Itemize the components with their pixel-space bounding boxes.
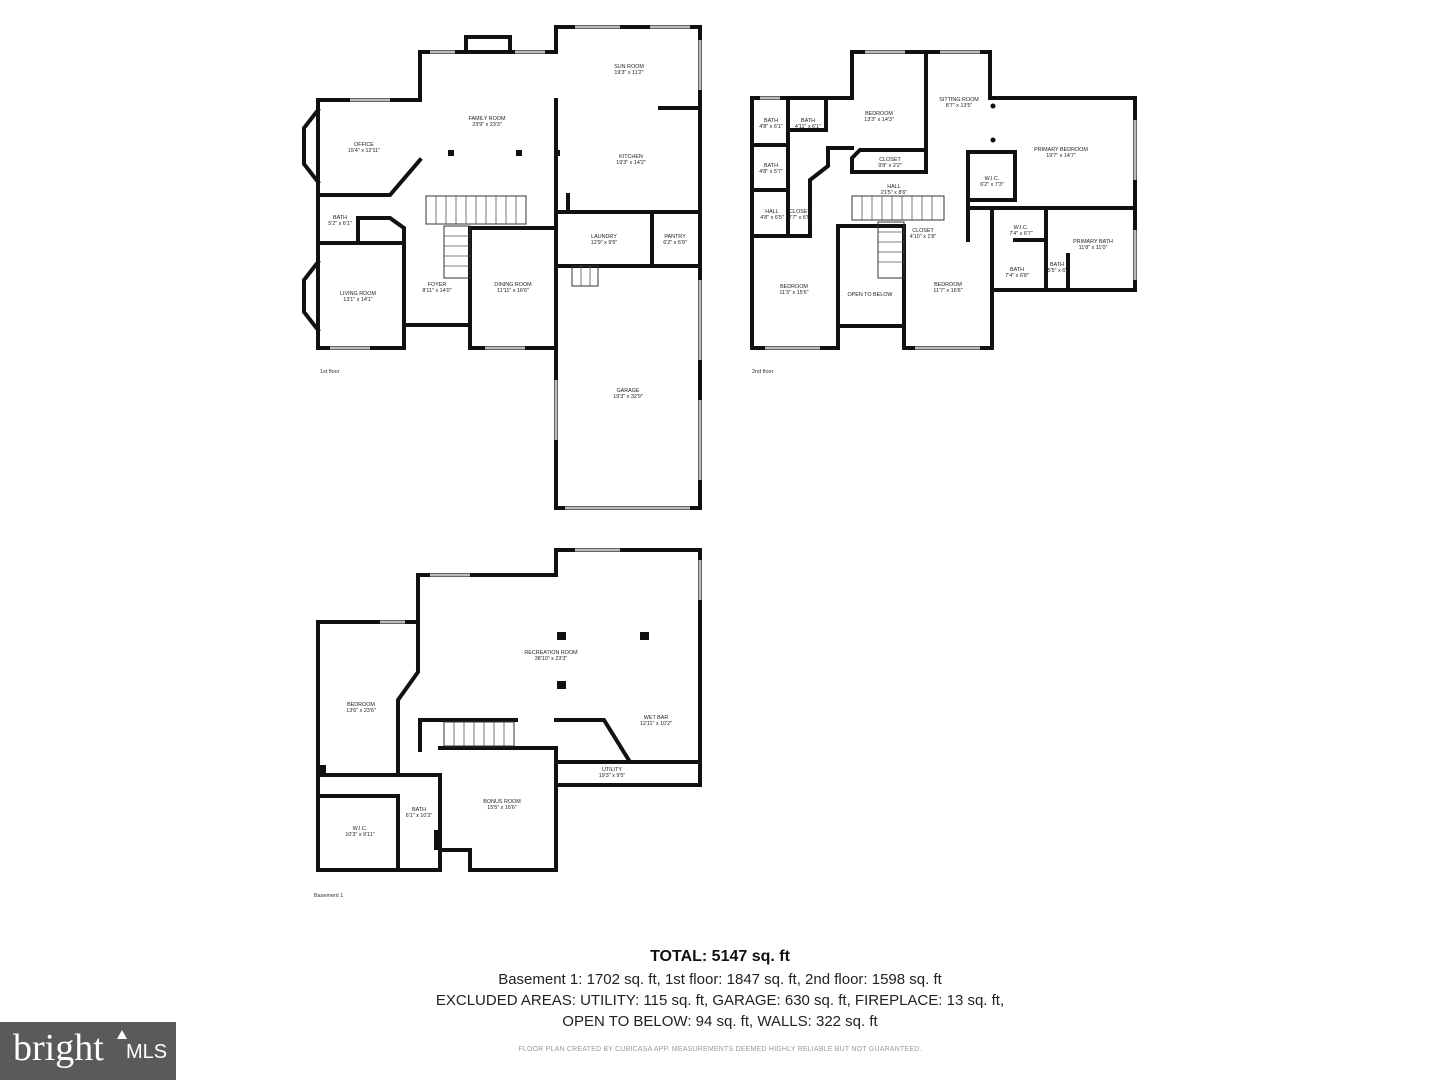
room-dimensions: 4'8" x 5'7" — [759, 169, 783, 175]
excluded-areas-line-2: OPEN TO BELOW: 94 sq. ft, WALLS: 322 sq.… — [562, 1013, 878, 1030]
bright-mls-logo: bright MLS — [0, 1022, 176, 1080]
room-name: BATH — [1050, 262, 1064, 268]
floor-areas-line: Basement 1: 1702 sq. ft, 1st floor: 1847… — [498, 971, 942, 988]
room-dimensions: 9'8" x 2'2" — [878, 163, 902, 169]
room-dimensions: 11'11" x 16'6" — [497, 288, 529, 294]
room-name: KITCHEN — [619, 154, 643, 160]
room-name: PANTRY — [664, 234, 686, 240]
room-dimensions: 11'3" x 15'6" — [779, 290, 808, 296]
room-name: BATH — [333, 215, 347, 221]
room-name: BEDROOM — [865, 111, 893, 117]
basement-plan — [316, 548, 702, 872]
room-dimensions: 4'8" x 6'1" — [759, 124, 783, 130]
room-dimensions: 13'3" x 14'3" — [864, 117, 894, 123]
logo-brand-text: bright — [13, 1027, 104, 1069]
room-dimensions: 21'5" x 8'6" — [881, 190, 908, 196]
room-dimensions: 23'9" x 23'3" — [472, 122, 502, 128]
room-name: PRIMARY BEDROOM — [1034, 147, 1088, 153]
room-dimensions: 19'3" x 32'9" — [613, 394, 643, 400]
room-name: OPEN TO BELOW — [847, 292, 893, 298]
excluded-areas-line: EXCLUDED AREAS: UTILITY: 115 sq. ft, GAR… — [435, 992, 1005, 1009]
room-name: LAUNDRY — [591, 234, 617, 240]
room-dimensions: 11'8" x 11'0" — [1079, 245, 1108, 251]
room-dimensions: 7'4" x 6'8" — [1005, 273, 1029, 279]
room-name: WET BAR — [644, 715, 669, 721]
room-name: OFFICE — [354, 142, 374, 148]
room-name: LIVING ROOM — [340, 291, 376, 297]
logo-suffix-text: MLS — [126, 1041, 168, 1063]
room-dimensions: 6'2" x 7'3" — [980, 182, 1004, 188]
floor-label-second: 2nd floor — [752, 369, 774, 375]
room-name: BATH — [1010, 267, 1024, 273]
disclaimer: FLOOR PLAN CREATED BY CUBICASA APP. MEAS… — [518, 1046, 922, 1053]
room-dimensions: 13'1" x 14'1" — [343, 297, 373, 303]
second-floor-plan — [750, 50, 1137, 350]
room-dimensions: 15'4" x 12'11" — [348, 148, 380, 154]
room-name: BATH — [801, 118, 815, 124]
room-name: PRIMARY BATH — [1073, 239, 1113, 245]
room-dimensions: 8'11" x 14'0" — [422, 288, 451, 294]
room-dimensions: 2'7" x 6'5" — [788, 215, 812, 221]
room-name: W.I.C. — [1014, 225, 1029, 231]
room-dimensions: 19'3" x 11'2" — [614, 70, 643, 76]
room-dimensions: 19'7" x 14'7" — [1046, 153, 1076, 159]
room-name: SUN ROOM — [614, 64, 644, 70]
room-name: CLOSET — [879, 157, 901, 163]
room-dimensions: 19'3" x 14'2" — [616, 160, 646, 166]
room-name: UTILITY — [602, 767, 622, 773]
room-name: BEDROOM — [934, 282, 962, 288]
room-dimensions: 5'5" x 6' — [1048, 268, 1067, 274]
room-dimensions: 7'4" x 6'7" — [1009, 231, 1033, 237]
room-name: CLOSET — [912, 228, 934, 234]
room-name: DINING ROOM — [494, 282, 532, 288]
floor-label-first: 1st floor — [320, 369, 340, 375]
room-name: BATH — [764, 118, 778, 124]
room-name: W.I.C. — [353, 826, 368, 832]
room-dimensions: 15'5" x 16'6" — [487, 805, 517, 811]
room-dimensions: 13'6" x 23'6" — [346, 708, 376, 714]
room-name: BEDROOM — [780, 284, 808, 290]
first-floor-plan — [302, 25, 702, 510]
room-dimensions: 6'1" x 10'2" — [406, 813, 433, 819]
room-dimensions: 38'10" x 23'3" — [535, 656, 568, 662]
room-dimensions: 5'2" x 6'1" — [328, 221, 352, 227]
floor-label-basement: Basement 1 — [314, 893, 343, 899]
total-area: TOTAL: 5147 sq. ft — [650, 948, 790, 965]
room-name: HALL — [765, 209, 779, 215]
room-name: BONUS ROOM — [483, 799, 521, 805]
room-name: SITTING ROOM — [939, 97, 979, 103]
room-name: BEDROOM — [347, 702, 375, 708]
room-dimensions: 8'7" x 13'5" — [946, 103, 973, 109]
room-name: GARAGE — [616, 388, 639, 394]
room-dimensions: 4'11" x 6'1" — [795, 124, 821, 130]
room-dimensions: 4'10" x 1'8" — [910, 234, 937, 240]
room-name: RECREATION ROOM — [524, 650, 578, 656]
room-dimensions: 12'9" x 9'5" — [591, 240, 618, 246]
room-dimensions: 4'8" x 6'5" — [760, 215, 784, 221]
room-name: W.I.C. — [985, 176, 1000, 182]
room-dimensions: 11'7" x 16'6" — [933, 288, 962, 294]
room-dimensions: 10'3" x 9'11" — [345, 832, 374, 838]
room-dimensions: 19'3" x 9'5" — [599, 773, 626, 779]
logo-roof-icon — [117, 1030, 127, 1039]
room-dimensions: 6'2" x 6'9" — [663, 240, 687, 246]
room-name: FAMILY ROOM — [469, 116, 506, 122]
room-dimensions: 12'11" x 10'2" — [640, 721, 672, 727]
room-name: BATH — [764, 163, 778, 169]
room-name: FOYER — [428, 282, 447, 288]
room-name: BATH — [412, 807, 426, 813]
room-name: HALL — [887, 184, 901, 190]
room-name: CLOSET — [789, 209, 811, 215]
